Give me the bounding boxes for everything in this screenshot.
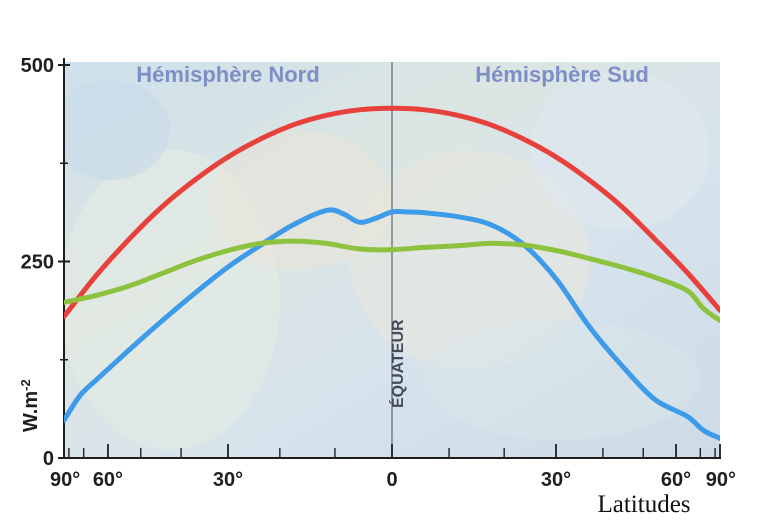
axis-ticks <box>58 64 721 459</box>
series-line-1 <box>64 105 720 319</box>
series-layer <box>64 105 720 441</box>
x-tick-label: 0 <box>386 469 397 491</box>
series-line-2 <box>64 207 720 441</box>
x-tick-label: 60° <box>93 469 123 491</box>
equator-label: ÉQUATEUR <box>388 319 407 408</box>
x-axis-label: Latitudes <box>597 491 690 518</box>
y-axis-label-base: W.m <box>20 391 42 432</box>
x-tick-label: 90° <box>706 469 736 491</box>
x-tick-label: 90° <box>50 469 80 491</box>
x-tick-label: 60° <box>661 469 691 491</box>
y-axis-label: W.m-2 <box>18 379 43 432</box>
y-tick-label: 0 <box>43 448 54 470</box>
y-tick-label: 500 <box>21 55 54 77</box>
south-hemisphere-label: Hémisphère Sud <box>475 62 649 87</box>
north-hemisphere-label: Hémisphère Nord <box>136 62 319 87</box>
y-tick-label: 250 <box>21 252 54 274</box>
y-axis-label-exponent: -2 <box>18 379 33 391</box>
x-tick-label: 30° <box>541 469 571 491</box>
plot-background <box>64 62 720 458</box>
x-tick-label: 30° <box>213 469 243 491</box>
series-line-3 <box>64 238 720 323</box>
